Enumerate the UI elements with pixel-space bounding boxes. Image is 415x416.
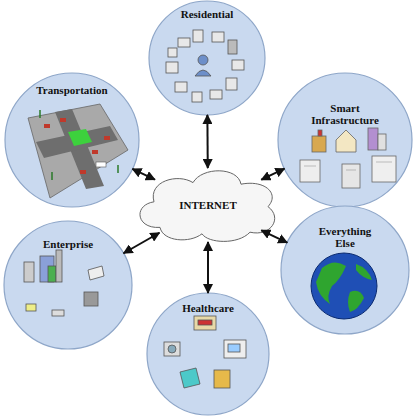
circle-outline (278, 73, 412, 207)
circle-outline (281, 206, 409, 334)
circle-outline (4, 221, 132, 349)
transportation-icons (28, 104, 128, 198)
cloud-outline (140, 171, 275, 242)
internet-cloud: INTERNET (133, 165, 283, 245)
circle-outline (5, 73, 139, 207)
enterprise-icons (24, 250, 104, 316)
circle-outline (147, 293, 269, 415)
node-title: Residential (157, 8, 257, 20)
double-arrow (207, 242, 209, 293)
double-arrow (261, 169, 284, 180)
node-title: Healthcare (158, 302, 258, 314)
node-title: Smart Infrastructure (304, 102, 386, 126)
category-circle: Enterprise (3, 220, 133, 350)
double-arrow (124, 233, 160, 253)
node-title: Enterprise (13, 238, 123, 250)
healthcare-icons (164, 316, 246, 388)
infrastructure-icons (300, 128, 396, 188)
circle-outline (149, 1, 265, 115)
double-arrow (206, 115, 208, 168)
node-title: Transportation (12, 84, 132, 96)
globe-icon (311, 253, 377, 319)
residential-icons (166, 30, 244, 102)
node-title: INTERNET (153, 199, 263, 211)
double-arrow (261, 230, 287, 242)
node-title: Everything Else (314, 225, 376, 249)
double-arrow (132, 169, 154, 180)
